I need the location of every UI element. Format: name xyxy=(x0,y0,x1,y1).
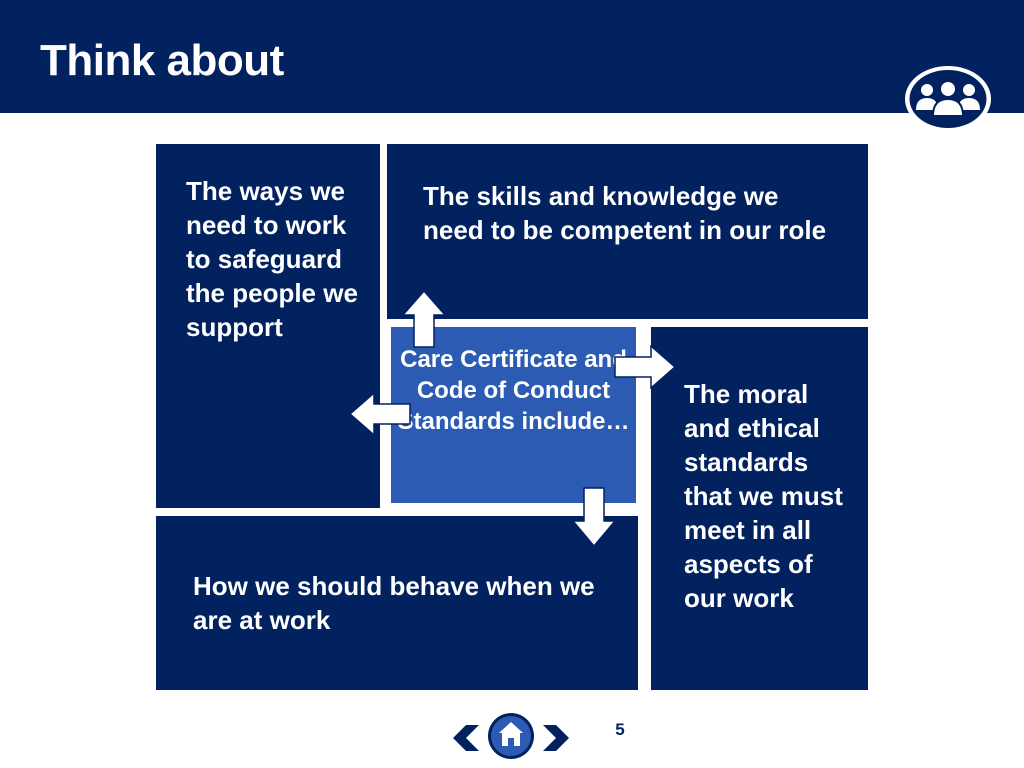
chevron-right-icon[interactable] xyxy=(542,724,570,752)
slide-title: Think about xyxy=(40,36,284,85)
chevron-left-icon[interactable] xyxy=(452,724,480,752)
slide-header: Think about xyxy=(0,0,1024,113)
box-care-certificate-text: Care Certificate and Code of Conduct Sta… xyxy=(397,346,630,435)
people-group-icon xyxy=(905,66,991,132)
box-skills-knowledge: The skills and knowledge we need to be c… xyxy=(387,144,868,319)
home-icon[interactable] xyxy=(487,712,535,760)
arrow-down-icon xyxy=(572,487,616,547)
box-moral-ethical-text: The moral and ethical standards that we … xyxy=(684,379,843,613)
arrow-up-icon xyxy=(402,290,446,348)
box-behaviour: How we should behave when we are at work xyxy=(156,516,638,690)
box-care-certificate: Care Certificate and Code of Conduct Sta… xyxy=(391,327,636,503)
box-safeguarding: The ways we need to work to safeguard th… xyxy=(156,144,380,508)
box-safeguarding-text: The ways we need to work to safeguard th… xyxy=(186,176,358,342)
arrow-left-icon xyxy=(349,392,411,436)
page-number: 5 xyxy=(615,720,625,739)
box-behaviour-text: How we should behave when we are at work xyxy=(193,571,595,635)
box-moral-ethical: The moral and ethical standards that we … xyxy=(651,327,868,690)
arrow-right-icon xyxy=(614,345,676,389)
box-skills-knowledge-text: The skills and knowledge we need to be c… xyxy=(423,181,827,245)
